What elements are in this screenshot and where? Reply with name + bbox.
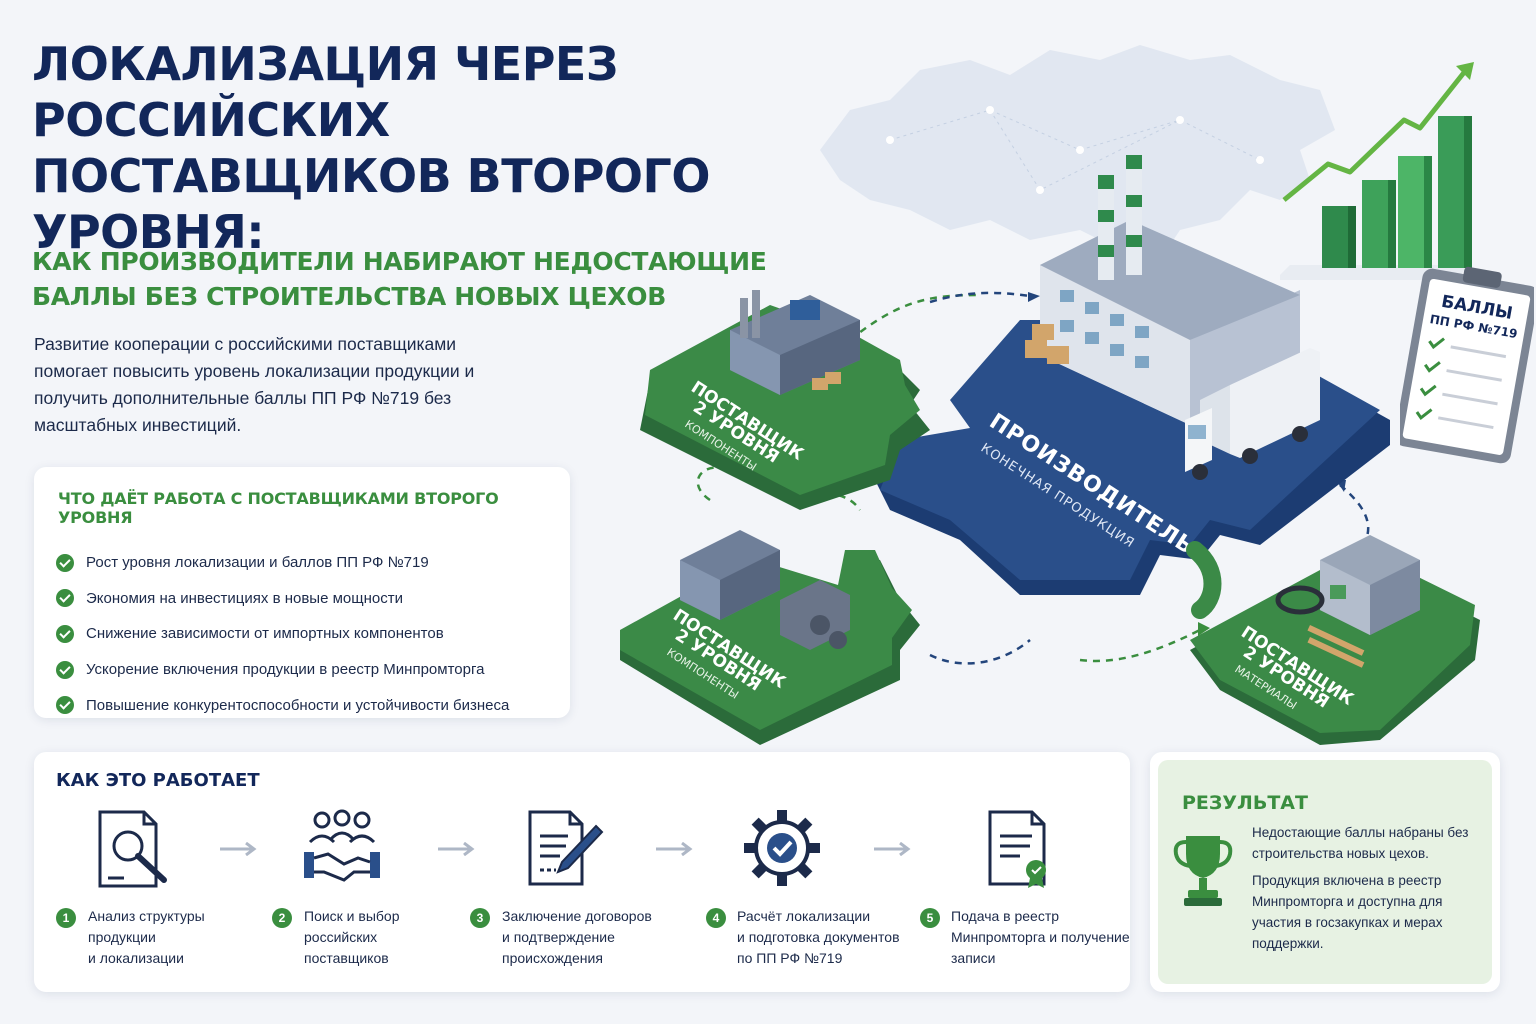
check-icon (56, 660, 74, 679)
how-heading: Как это работает (56, 770, 260, 791)
check-icon (56, 553, 74, 572)
step-number: 4 (706, 908, 726, 928)
gear-check-icon (744, 810, 820, 886)
document-magnifier-icon (98, 810, 167, 888)
arrow-right-icon (656, 842, 693, 856)
step-label: Расчёт локализации и подготовка документ… (737, 908, 900, 966)
result-panel: Результат Недостающие баллы набраны без … (1158, 760, 1492, 984)
contract-pen-icon (528, 810, 604, 886)
benefit-item: Повышение конкурентоспособности и устойч… (56, 687, 548, 723)
russia-map-background (820, 45, 1335, 260)
connector-arrow (1079, 628, 1201, 663)
benefit-item: Ускорение включения продукции в реестр М… (56, 652, 548, 688)
truck-icon (1185, 348, 1320, 480)
score-clipboard-icon: Баллы ПП РФ №719 (1400, 266, 1534, 464)
supplier-plant-icon (680, 530, 850, 650)
step-label: Заключение договоров и подтверждение про… (502, 908, 652, 966)
page-subtitle: Как производители набирают недостающие б… (32, 247, 767, 311)
trophy-icon (1173, 836, 1233, 906)
step-number: 2 (272, 908, 292, 928)
check-icon (56, 624, 74, 643)
benefit-label: Ускорение включения продукции в реестр М… (86, 661, 485, 679)
check-icon (1415, 337, 1445, 420)
step-number: 1 (56, 908, 76, 928)
connector-arrow (929, 291, 1031, 304)
supply-chain-diagram: Производитель Конечная продукция Поставщ… (620, 155, 1480, 745)
step-number: 5 (920, 908, 940, 928)
result-text-1: Недостающие баллы набраны без строительс… (1252, 825, 1469, 861)
benefit-label: Повышение конкурентоспособности и устойч… (86, 696, 510, 714)
result-text-2: Продукция включена в реестр Минпромторга… (1252, 873, 1443, 951)
handshake-icon (304, 809, 380, 882)
growth-chart-icon (1280, 62, 1474, 280)
result-card: Результат Недостающие баллы набраны без … (1150, 752, 1500, 992)
step-label: Анализ структуры продукции и локализации (88, 908, 205, 966)
step-label: Подача в реестр Минпромторга и получение… (951, 908, 1130, 966)
certificate-icon (988, 810, 1046, 888)
check-icon (56, 696, 74, 715)
benefits-card: Что даёт работа с поставщиками второго у… (34, 467, 570, 718)
arrow-right-icon (874, 842, 911, 856)
benefit-item: Экономия на инвестициях в новые мощности (56, 581, 548, 617)
step-number: 3 (470, 908, 490, 928)
arrow-right-icon (438, 842, 475, 856)
benefit-item: Снижение зависимости от импортных компон… (56, 616, 548, 652)
arrow-right-icon (220, 842, 257, 856)
benefit-label: Экономия на инвестициях в новые мощности (86, 589, 403, 607)
connector-arrow (849, 293, 981, 341)
benefit-label: Снижение зависимости от импортных компон… (86, 625, 444, 643)
step-label: Поиск и выбор российских поставщиков (304, 908, 400, 966)
benefit-item: Рост уровня локализации и баллов ПП РФ №… (56, 545, 548, 581)
intro-paragraph: Развитие кооперации с российскими постав… (34, 334, 475, 435)
result-heading: Результат (1182, 792, 1308, 814)
supplier-plant-icon (730, 290, 860, 395)
connector-arrow (929, 639, 1031, 665)
check-icon (56, 589, 74, 608)
benefits-heading: Что даёт работа с поставщиками второго у… (58, 489, 499, 527)
supplier-warehouse-icon (1275, 535, 1420, 668)
benefit-label: Рост уровня локализации и баллов ПП РФ №… (86, 554, 429, 572)
how-it-works-card: Как это работает (34, 752, 1130, 992)
page-title: Локализация через российских поставщиков… (32, 37, 710, 259)
